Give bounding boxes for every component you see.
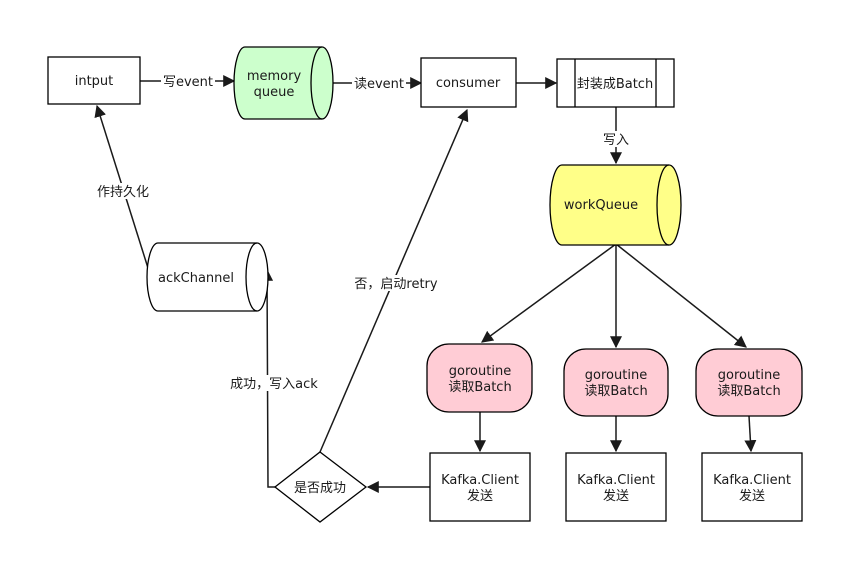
consumer-label: consumer <box>436 76 501 91</box>
memory-queue-label-line1: memory <box>247 69 302 84</box>
label-success-ack: 成功，写入ack <box>230 377 318 392</box>
input-label: intput <box>75 74 114 89</box>
kafka-client-node-2: Kafka.Client 发送 <box>565 452 667 522</box>
kafka-client-node-1: Kafka.Client 发送 <box>429 452 531 522</box>
label-read-event: 读event <box>354 77 404 92</box>
ack-channel-label: ackChannel <box>158 271 234 286</box>
batch-label: 封装成Batch <box>577 77 653 92</box>
goroutine-1-label-line2: 读取Batch <box>448 380 511 395</box>
batch-node: 封装成Batch <box>556 58 675 108</box>
goroutine-2-label-line1: goroutine <box>585 368 647 383</box>
goroutine-node-1: goroutine 读取Batch <box>426 343 533 413</box>
edge-decision-to-ackchannel <box>261 268 275 488</box>
kafka-3-label-line2: 发送 <box>739 488 765 504</box>
goroutine-1-label-line1: goroutine <box>449 364 511 379</box>
kafka-client-node-3: Kafka.Client 发送 <box>701 452 803 522</box>
goroutine-node-3: goroutine 读取Batch <box>695 348 803 417</box>
label-retry: 否，启动retry <box>354 277 437 292</box>
kafka-2-label-line2: 发送 <box>603 488 629 504</box>
consumer-node: consumer <box>420 57 517 108</box>
decision-node: 是否成功 <box>273 451 368 523</box>
label-write-event: 写event <box>163 75 213 90</box>
label-write-in: 写入 <box>603 133 629 148</box>
goroutine-3-label-line2: 读取Batch <box>717 384 780 399</box>
label-persist: 作持久化 <box>97 185 149 200</box>
edge-goroutine-3-to-kafka-3 <box>744 415 757 453</box>
input-node: intput <box>47 56 141 105</box>
goroutine-3-label-line1: goroutine <box>718 368 780 383</box>
decision-label: 是否成功 <box>294 481 346 496</box>
work-queue-node: workQueue <box>549 164 682 246</box>
kafka-1-label-line2: 发送 <box>467 488 493 504</box>
edge-workqueue-to-goroutine-1 <box>481 243 617 343</box>
goroutine-2-label-line2: 读取Batch <box>584 384 647 399</box>
work-queue-label: workQueue <box>564 198 638 213</box>
edge-workqueue-to-goroutine-3 <box>615 243 747 348</box>
goroutine-node-2: goroutine 读取Batch <box>563 348 669 417</box>
kafka-1-label-line1: Kafka.Client <box>441 473 519 488</box>
memory-queue-node: memory queue <box>233 46 334 120</box>
kafka-3-label-line1: Kafka.Client <box>713 473 791 488</box>
memory-queue-label-line2: queue <box>254 85 295 100</box>
kafka-2-label-line1: Kafka.Client <box>577 473 655 488</box>
ack-channel-node: ackChannel <box>146 242 269 312</box>
